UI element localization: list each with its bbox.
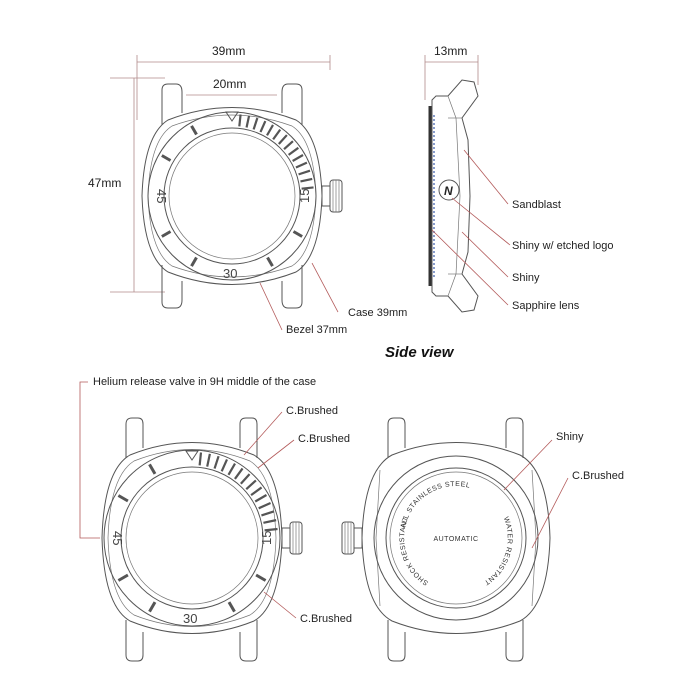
bezel-tick bbox=[198, 452, 203, 466]
label-cbrushed-back: C.Brushed bbox=[572, 470, 624, 482]
bezel-tick bbox=[245, 479, 257, 490]
bezel-tick bbox=[148, 463, 157, 475]
bezel-tick bbox=[259, 120, 267, 133]
caseback-text-right: WATER RESISTANT bbox=[482, 516, 513, 586]
bezel-tick bbox=[266, 256, 274, 267]
label-helium-valve: Helium release valve in 9H middle of the… bbox=[93, 376, 316, 388]
bezel-tick bbox=[161, 154, 172, 162]
bezel-triangle-icon-2 bbox=[185, 450, 199, 461]
bezel-tick bbox=[117, 573, 129, 582]
bezel-tick bbox=[283, 140, 294, 150]
bezel-tick bbox=[278, 134, 288, 145]
section-title-side-view: Side view bbox=[385, 344, 455, 361]
bezel-tick bbox=[213, 455, 220, 469]
bezel-tick bbox=[255, 573, 267, 582]
bezel-tick bbox=[263, 519, 277, 524]
bezel-tick bbox=[148, 601, 157, 613]
label-bezel: Bezel 37mm bbox=[286, 324, 347, 336]
bezel-number-30-b: 30 bbox=[183, 611, 197, 626]
dim-width-39: 39mm bbox=[212, 44, 245, 58]
bezel-tick bbox=[117, 494, 129, 503]
dim-thickness-13: 13mm bbox=[434, 44, 467, 58]
bezel-tick bbox=[190, 256, 198, 267]
bezel-tick bbox=[190, 125, 198, 136]
back-view: ALL STAINLESS STEEL WATER RESISTANT SHOC… bbox=[341, 417, 624, 662]
label-sapphire: Sapphire lens bbox=[512, 300, 580, 312]
bezel-tick bbox=[301, 186, 314, 190]
dim-height-47: 47mm bbox=[88, 176, 121, 190]
bezel-number-30: 30 bbox=[223, 266, 237, 281]
bezel-number-45: 45 bbox=[154, 189, 169, 203]
bezel-tick bbox=[254, 494, 268, 503]
label-case: Case 39mm bbox=[348, 307, 407, 319]
caseback-text-left: SHOCK RESISTANT bbox=[399, 516, 430, 587]
bezel-number-15-b: 15 bbox=[259, 531, 274, 545]
bezel-ticks-bottom bbox=[117, 452, 278, 613]
bezel-tick bbox=[238, 114, 242, 127]
side-view: 13mm N Sandblast Shiny w/ etched logo Sh… bbox=[424, 44, 614, 313]
bezel-tick bbox=[220, 458, 228, 472]
bezel-tick bbox=[287, 146, 299, 156]
bezel-tick bbox=[272, 129, 282, 141]
bezel-tick bbox=[298, 169, 311, 176]
bezel-tick bbox=[261, 510, 275, 517]
bezel-tick bbox=[292, 230, 303, 238]
label-shiny: Shiny bbox=[512, 272, 540, 284]
bezel-tick bbox=[295, 161, 308, 169]
bezel-tick bbox=[245, 115, 251, 128]
bezel-number-15: 15 bbox=[297, 189, 312, 203]
bezel-tick bbox=[266, 124, 274, 136]
label-sandblast: Sandblast bbox=[512, 199, 561, 211]
label-shiny-logo: Shiny w/ etched logo bbox=[512, 240, 614, 252]
label-shiny-back: Shiny bbox=[556, 431, 584, 443]
bezel-tick bbox=[264, 527, 278, 532]
label-cbrushed-3: C.Brushed bbox=[300, 613, 352, 625]
dim-width-20: 20mm bbox=[213, 77, 246, 91]
bezel-tick bbox=[227, 601, 236, 613]
bezel-ticks-top bbox=[161, 114, 314, 267]
bezel-tick bbox=[240, 473, 251, 485]
bezel-tick bbox=[250, 486, 263, 496]
bezel-number-45-b: 45 bbox=[110, 531, 125, 545]
bezel-tick bbox=[252, 117, 259, 130]
logo-badge bbox=[438, 179, 460, 201]
label-cbrushed-1: C.Brushed bbox=[286, 405, 338, 417]
label-cbrushed-2: C.Brushed bbox=[298, 433, 350, 445]
logo-letter: N bbox=[444, 184, 453, 198]
bezel-tick bbox=[300, 177, 313, 183]
bezel-tick bbox=[206, 453, 211, 467]
front-view-bottom: Helium release valve in 9H middle of the… bbox=[79, 376, 352, 662]
bezel-tick bbox=[227, 462, 236, 476]
bezel-tick bbox=[292, 154, 304, 162]
bezel-tick bbox=[161, 230, 172, 238]
bezel-triangle-icon bbox=[225, 111, 239, 122]
bezel-tick bbox=[234, 467, 244, 480]
caseback-text-center: AUTOMATIC bbox=[433, 536, 478, 543]
bezel-tick bbox=[258, 502, 272, 510]
front-view-top: 39mm 20mm 47mm 45 15 30 Case 3 bbox=[88, 44, 407, 336]
